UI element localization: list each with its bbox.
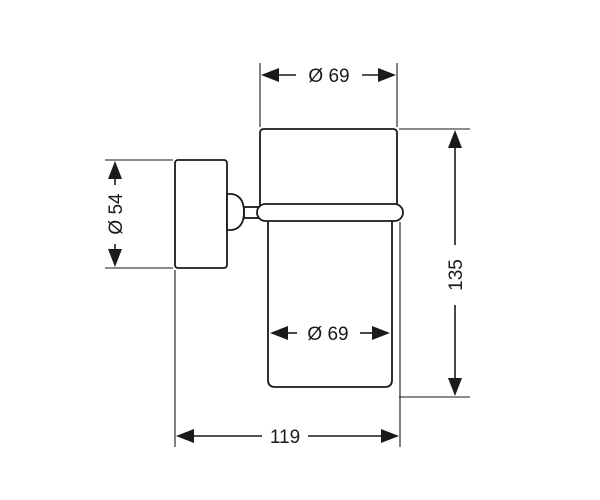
dim-height-label: 135 [446,259,467,291]
arrow-up [448,130,462,148]
glass-body [267,220,393,388]
arrow-left [261,68,279,82]
arrow-right [378,68,396,82]
dim-inner-diameter-label: Ø 69 [307,324,348,345]
wall-mount-plate [174,159,228,269]
arrow-right [381,429,399,443]
arrow-right [372,326,390,340]
arrow-down [108,249,122,267]
arrow-up [108,161,122,179]
arrow-down [448,378,462,396]
arrow-left [176,429,194,443]
holder-ring [256,203,404,222]
glass-cup-top [259,128,398,210]
dim-top-diameter-label: Ø 69 [308,66,349,87]
dim-depth-label: 119 [270,427,300,448]
arrow-left [270,326,288,340]
dim-mount-diameter-label: Ø 54 [106,193,127,235]
connector-knob [226,193,245,231]
